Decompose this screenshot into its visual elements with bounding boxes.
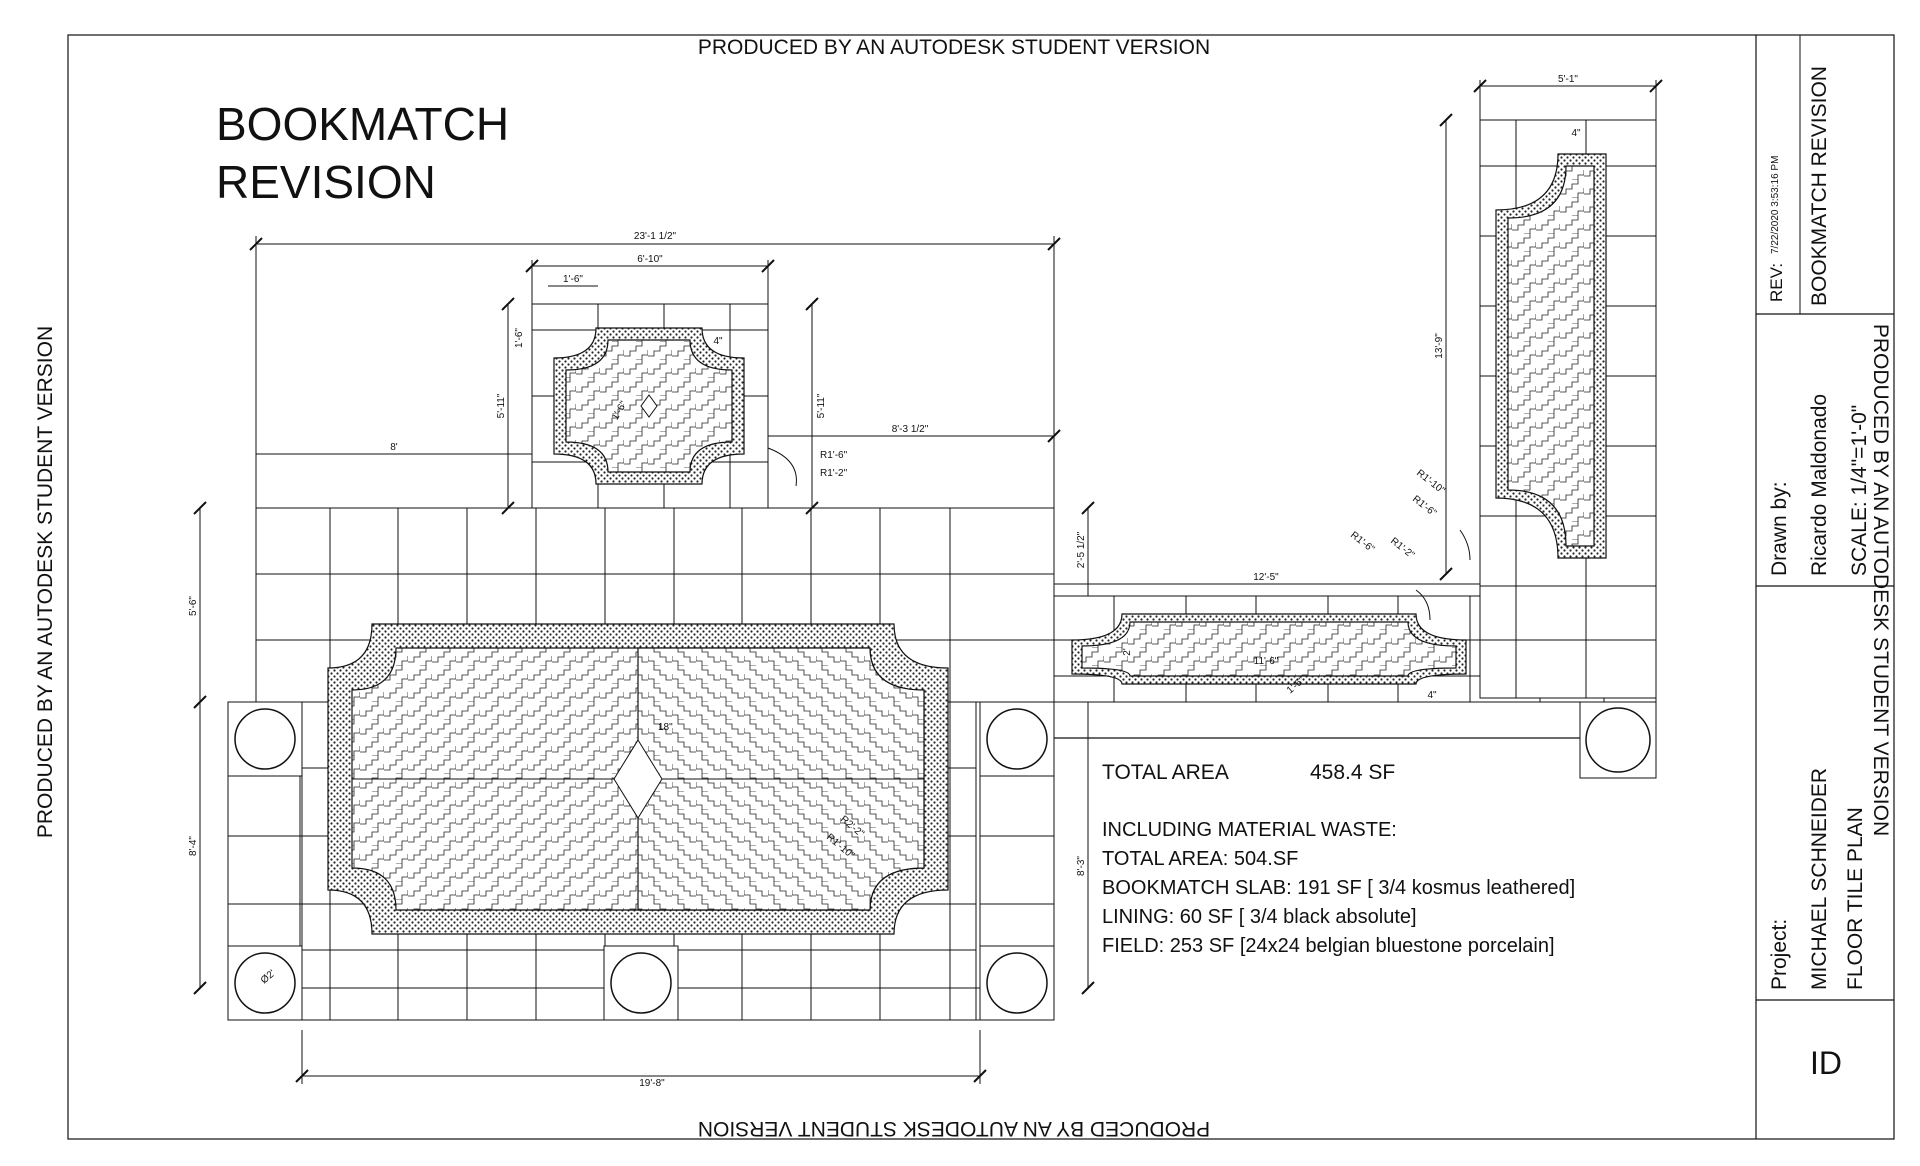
- dimension-lines: [193, 79, 1663, 1084]
- dim-main-center: 18": [658, 722, 673, 733]
- sheet-id: ID: [1810, 1045, 1842, 1081]
- dim-main-right-upper: 2'-5 1/2": [1076, 531, 1087, 568]
- total-area-label: TOTAL AREA: [1102, 761, 1229, 784]
- dim-right-radius-b: R1'-6": [1410, 494, 1439, 520]
- dim-top-panel-edge: 1'-6": [514, 328, 525, 348]
- dim-right-radius-a: R1'-10": [1414, 468, 1447, 497]
- dim-top-panel-edge2: 4": [713, 336, 723, 347]
- dim-radius-b: R1'-2": [820, 468, 848, 479]
- sheet-border: [67, 34, 1895, 1140]
- drawing-title-line2: REVISION: [216, 156, 436, 208]
- rev-date: 7/22/2020 3:53:16 PM: [1770, 156, 1781, 254]
- drawing-title-line1: BOOKMATCH: [216, 98, 509, 150]
- column-tr: [986, 708, 1048, 770]
- right-wing-slab: [1507, 165, 1595, 547]
- column-tl: [234, 708, 296, 770]
- column-right: [1585, 707, 1651, 773]
- right-wing: [1479, 119, 1657, 779]
- dim-top-panel-border: 1'-6": [563, 274, 583, 285]
- watermark-left: PRODUCED BY AN AUTODESK STUDENT VERSION: [34, 326, 57, 838]
- dim-main-lower-height: 8'-4": [188, 836, 199, 856]
- lining-note: LINING: 60 SF [ 3/4 black absolute]: [1102, 906, 1417, 928]
- watermark-top: PRODUCED BY AN AUTODESK STUDENT VERSION: [698, 36, 1210, 59]
- waste-total: TOTAL AREA: 504.SF: [1102, 848, 1298, 870]
- dim-corridor-small: 4": [1427, 690, 1437, 701]
- dim-corridor-inner: 11'-6": [1254, 656, 1279, 667]
- dim-overall-width: 23'-1 1/2": [634, 231, 677, 242]
- dim-radius-a: R1'-6": [820, 450, 848, 461]
- rev-label: REV:: [1767, 263, 1786, 302]
- bookmatch-note: BOOKMATCH SLAB: 191 SF [ 3/4 kosmus leat…: [1102, 877, 1575, 899]
- rev-title: BOOKMATCH REVISION: [1808, 66, 1831, 306]
- dim-top-panel-width: 6'-10": [637, 254, 663, 265]
- total-area-value: 458.4 SF: [1310, 761, 1395, 784]
- watermark-bottom: PRODUCED BY AN AUTODESK STUDENT VERSION: [698, 1117, 1210, 1140]
- dim-corridor-height: 2': [1122, 648, 1133, 656]
- area-notes: TOTAL AREA 458.4 SF INCLUDING MATERIAL W…: [1102, 761, 1575, 957]
- dim-right-radius-d: R1'-2": [1388, 536, 1417, 562]
- dim-top-panel-height-right: 5'-11": [816, 393, 827, 418]
- corridor-slab: [1081, 621, 1457, 677]
- scale-text: SCALE: 1/4"=1'-0": [1848, 405, 1871, 576]
- dim-corridor-width: 12'-5": [1253, 572, 1279, 583]
- dim-right-radius-c: R1'-6": [1348, 530, 1377, 556]
- drawn-label: Drawn by:: [1768, 481, 1791, 576]
- field-note: FIELD: 253 SF [24x24 belgian bluestone p…: [1102, 935, 1555, 957]
- project-name: MICHAEL SCHNEIDER: [1808, 768, 1831, 990]
- dim-main-left-height: 5'-6": [188, 596, 199, 616]
- project-label: Project:: [1768, 919, 1791, 990]
- column-bm: [610, 952, 672, 1014]
- dim-right-width: 5'-1": [1558, 74, 1578, 85]
- drawn-name: Ricardo Maldonado: [1808, 394, 1831, 576]
- column-bl: [234, 952, 296, 1014]
- dim-right-edge: 4": [1571, 128, 1581, 139]
- project-sub: FLOOR TILE PLAN: [1844, 807, 1867, 990]
- top-panel: [531, 303, 769, 509]
- title-block: REV: 7/22/2020 3:53:16 PM BOOKMATCH REVI…: [1756, 35, 1894, 1081]
- dim-main-right-height: 8'-3": [1076, 856, 1087, 876]
- dim-top-panel-height-left: 5'-11": [496, 393, 507, 418]
- dim-left-offset: 8': [390, 442, 398, 453]
- dim-main-bottom-width: 19'-8": [639, 1078, 665, 1089]
- watermark-right: PRODUCED BY AN AUTODESK STUDENT VERSION: [1869, 324, 1892, 836]
- column-br: [986, 952, 1048, 1014]
- dim-right-offset: 8'-3 1/2": [892, 424, 929, 435]
- main-room: [227, 507, 1055, 1021]
- waste-heading: INCLUDING MATERIAL WASTE:: [1102, 819, 1397, 841]
- dim-right-height: 13'-9": [1434, 333, 1445, 359]
